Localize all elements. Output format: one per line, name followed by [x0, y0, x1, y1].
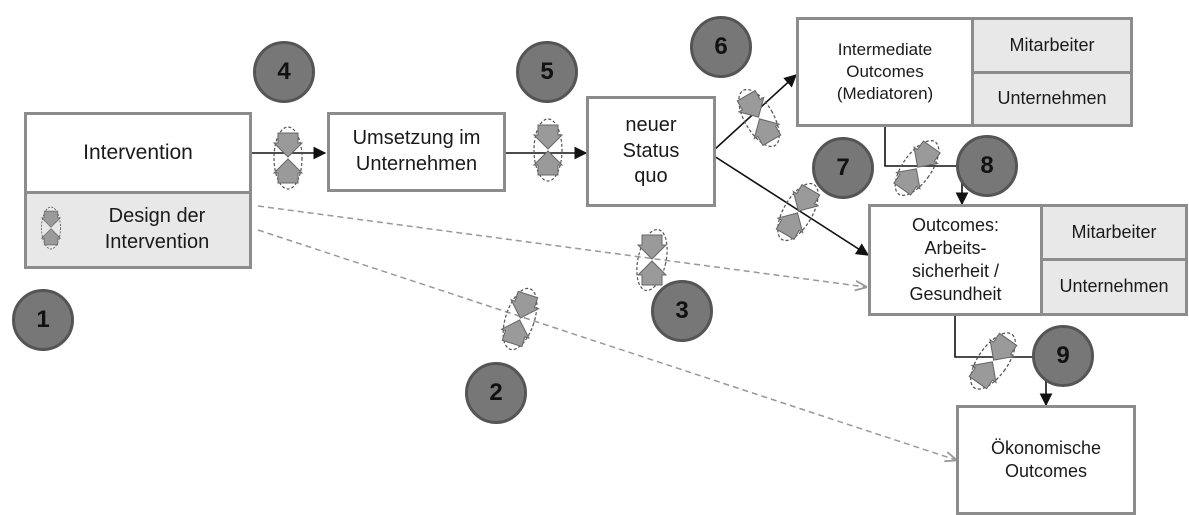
marker-6: 6 — [690, 16, 752, 78]
arrow-status-outcomes — [713, 155, 870, 256]
design-box: Design der Intervention — [24, 191, 252, 269]
arrows-icon — [40, 206, 62, 250]
arrows-icon — [736, 88, 782, 148]
arrows-icon — [775, 182, 821, 242]
arrows-icon — [532, 118, 564, 182]
outcomes-unternehmen-cell: Unternehmen — [1040, 258, 1188, 316]
arrows-icon — [636, 228, 668, 292]
marker-1: 1 — [12, 289, 74, 351]
intervention-box: Intervention — [24, 112, 252, 194]
oekonomische-box: Ökonomische Outcomes — [956, 405, 1136, 515]
arrows-icon — [893, 140, 941, 196]
umsetzung-box: Umsetzung im Unternehmen — [327, 112, 506, 192]
marker-4: 4 — [253, 41, 315, 103]
intermediate-box: Intermediate Outcomes (Mediatoren) — [796, 17, 974, 127]
intermediate-unternehmen-cell: Unternehmen — [971, 71, 1133, 127]
marker-3: 3 — [651, 280, 713, 342]
outcomes-mitarbeiter-cell: Mitarbeiter — [1040, 204, 1188, 261]
marker-2: 2 — [465, 362, 527, 424]
arrows-icon — [968, 332, 1018, 390]
marker-7: 7 — [812, 137, 874, 199]
marker-5: 5 — [516, 41, 578, 103]
dashed-design-oekonomisch — [257, 229, 956, 460]
marker-8: 8 — [956, 135, 1018, 197]
marker-9: 9 — [1032, 325, 1094, 387]
outcomes-box: Outcomes: Arbeits- sicherheit / Gesundhe… — [868, 204, 1043, 316]
status-quo-box: neuer Status quo — [586, 96, 716, 207]
intermediate-mitarbeiter-cell: Mitarbeiter — [971, 17, 1133, 74]
arrows-icon — [500, 287, 540, 351]
arrows-icon — [272, 126, 304, 190]
dashed-design-outcomes — [257, 205, 866, 287]
